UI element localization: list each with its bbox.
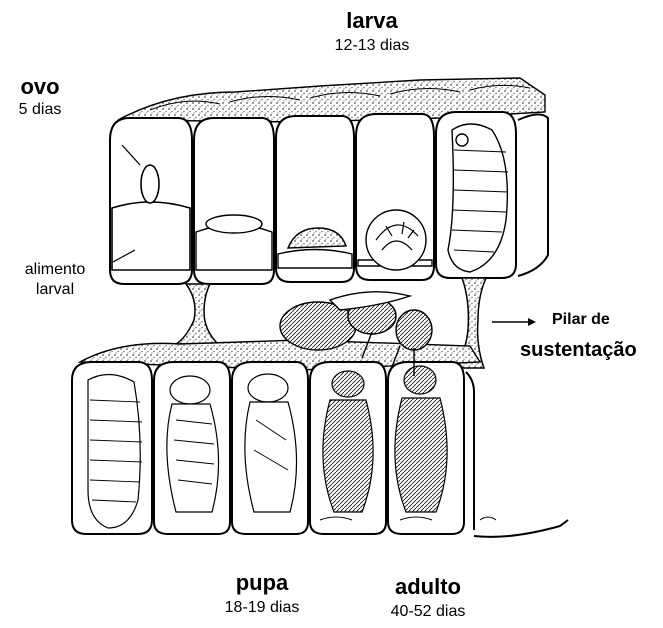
- lower-cells: [72, 362, 568, 537]
- pupa-title: pupa: [236, 572, 289, 594]
- adulto-days: 40-52 dias: [391, 604, 466, 620]
- alimento-label-line1: alimento: [25, 262, 85, 278]
- larva-title: larva: [346, 10, 397, 32]
- pilar-label-line1: Pilar de: [552, 312, 610, 328]
- pilar-label-line2: sustentação: [520, 340, 637, 360]
- alimento-label-line2: larval: [36, 282, 74, 298]
- ovo-title: ovo: [20, 76, 59, 98]
- larva-days: 12-13 dias: [335, 38, 410, 54]
- pupa-days: 18-19 dias: [225, 600, 300, 616]
- adulto-title: adulto: [395, 576, 461, 598]
- ovo-days: 5 dias: [19, 102, 62, 118]
- pillar-arrow-head: [528, 318, 536, 326]
